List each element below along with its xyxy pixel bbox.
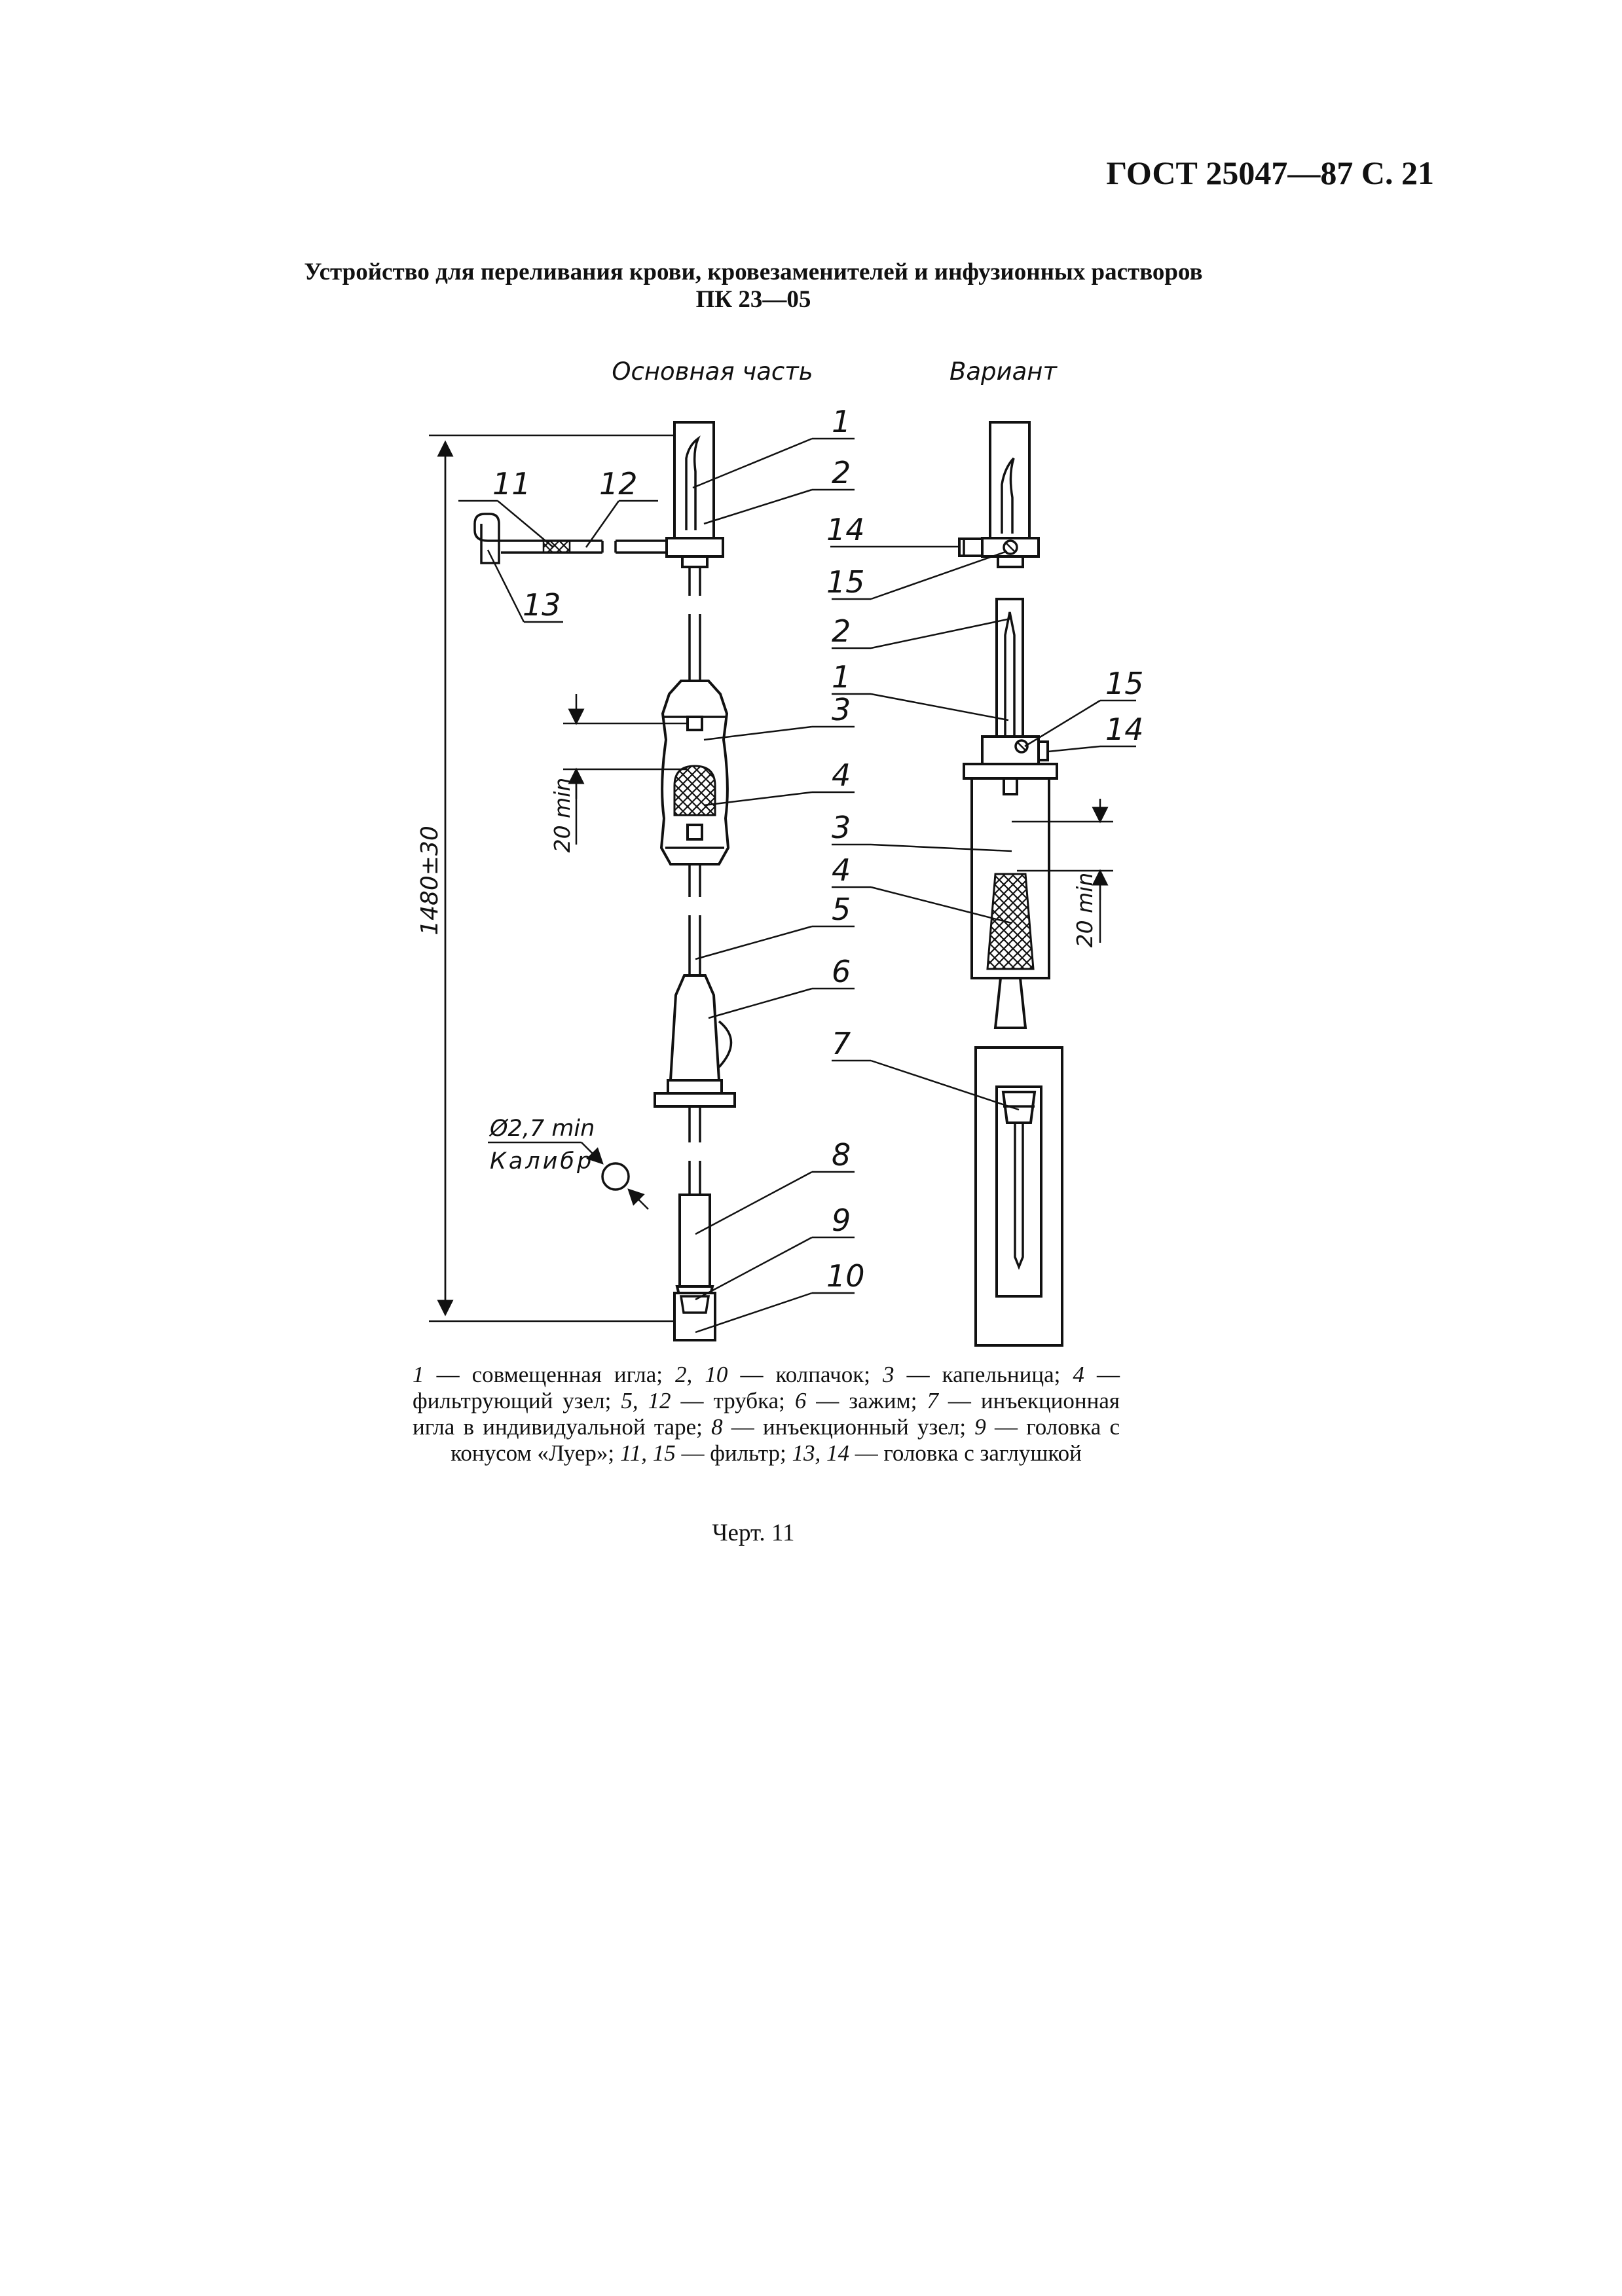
callout-9: 9 — [832, 1203, 851, 1238]
legend-item: 9 — головка с конусом «Луер»; — [451, 1414, 1120, 1466]
document-title: Устройство для переливания крови, кровез… — [0, 259, 1564, 314]
callout-15-top: 15 — [826, 564, 865, 600]
legend-item: 5, 12 — трубка; — [621, 1388, 795, 1413]
callout-7: 7 — [832, 1026, 851, 1061]
diameter-label: Ø2,7 min — [488, 1116, 595, 1142]
page-header: ГОСТ 25047—87 С. 21 — [1106, 155, 1434, 191]
figure-legend: 1 — совмещенная игла; 2, 10 — колпачок; … — [413, 1362, 1120, 1467]
callout-5: 5 — [832, 892, 851, 927]
callout-numbers: 1 2 11 12 13 3 4 5 6 8 9 10 14 15 2 1 15… — [492, 404, 1144, 1294]
view-main-label: Основная часть — [612, 357, 813, 386]
legend-item: 1 — совмещенная игла; — [413, 1362, 676, 1387]
leader-lines — [458, 437, 1136, 1334]
legend-item: 2, 10 — колпачок; — [675, 1362, 883, 1387]
callout-6: 6 — [832, 954, 851, 989]
caliber-label: Калибр — [490, 1148, 594, 1175]
legend-item: 7 — инъекционная игла в индивидуальной т… — [413, 1388, 1120, 1440]
callout-4-variant: 4 — [832, 852, 851, 888]
callout-3-main: 3 — [832, 692, 851, 727]
legend-item: 3 — капельница; — [883, 1362, 1073, 1387]
legend-item: 4 — фильтрующий узел; — [413, 1362, 1120, 1413]
overall-length-dimension: 1480±30 — [416, 826, 443, 936]
callout-11: 11 — [492, 466, 531, 501]
variant-assembly: 20 min — [958, 421, 1113, 1347]
callout-4-main: 4 — [832, 757, 851, 793]
title-line-1: Устройство для переливания крови, кровез… — [304, 259, 1203, 285]
callout-14-top: 14 — [826, 512, 865, 547]
title-line-2: ПК 23—05 — [695, 286, 811, 313]
callout-1-variant: 1 — [832, 659, 851, 695]
callout-14-side: 14 — [1105, 712, 1144, 747]
callout-10: 10 — [826, 1258, 865, 1294]
legend-item: 8 — инъекционный узел; — [711, 1414, 975, 1440]
callout-1-main: 1 — [832, 404, 851, 439]
min-dimension-right: 20 min — [1072, 873, 1097, 948]
callout-12: 12 — [599, 466, 638, 501]
legend-item: 6 — зажим; — [794, 1388, 927, 1413]
callout-15-side: 15 — [1105, 666, 1144, 701]
legend-item: 11, 15 — фильтр; — [619, 1440, 792, 1466]
legend-item: 13, 14 — головка с заглушкой — [792, 1440, 1082, 1466]
figure-label: Черт. 11 — [712, 1520, 795, 1546]
callout-2-main: 2 — [832, 455, 851, 490]
view-variant-label: Вариант — [949, 357, 1058, 386]
callout-13: 13 — [523, 587, 561, 623]
min-dimension-left: 20 min — [549, 778, 575, 853]
callout-3-variant: 3 — [832, 810, 851, 845]
main-assembly: 1480±30 20 min — [416, 421, 736, 1341]
callout-8: 8 — [832, 1137, 851, 1173]
callout-2-variant: 2 — [832, 613, 851, 649]
